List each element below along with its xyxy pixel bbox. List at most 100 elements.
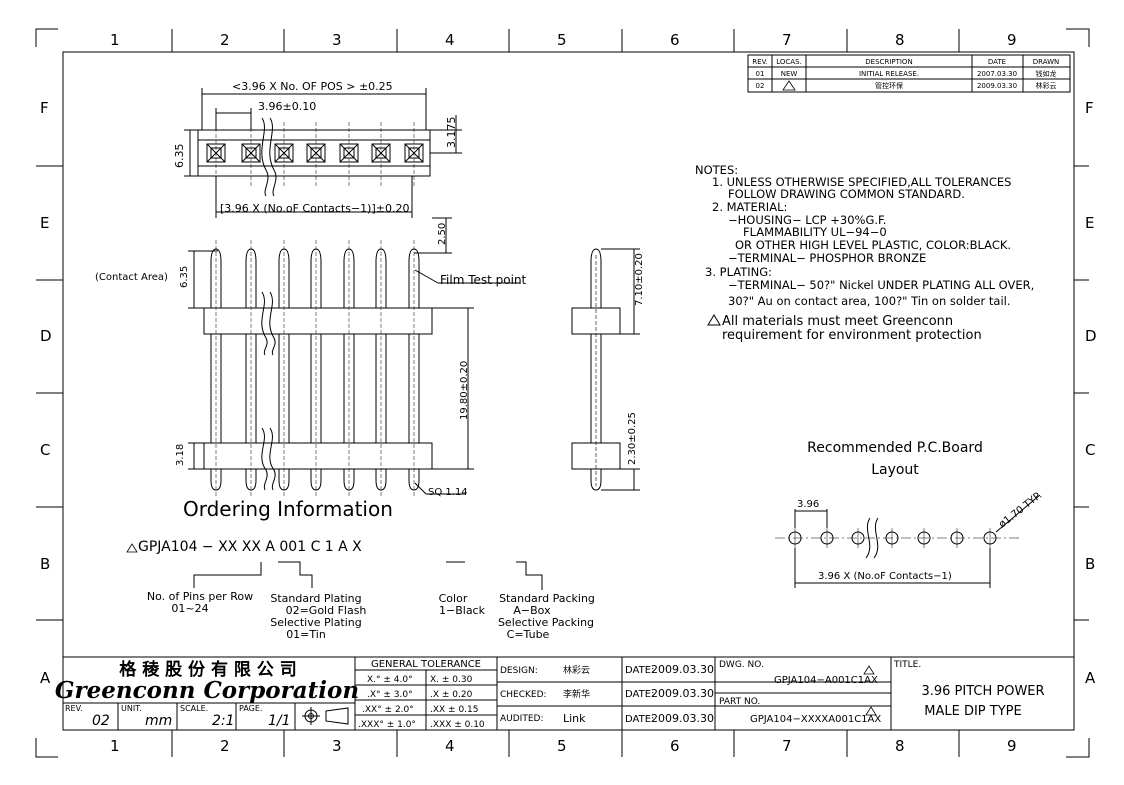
note-1-cont: FOLLOW DRAWING COMMON STANDARD. [728, 187, 965, 201]
dim-side-tail: 2.30±0.25 [627, 412, 638, 465]
note-2: 2. MATERIAL: [712, 200, 787, 214]
dim-pin-square: SQ 1.14 [428, 487, 468, 498]
notes-block: NOTES: 1. UNLESS OTHERWISE SPECIFIED,ALL… [695, 163, 1034, 343]
company-name-cn: 格 稜 股 份 有 限 公 司 [119, 659, 296, 680]
warning-triangle-icon [707, 314, 721, 326]
part-no-label: PART NO. [719, 697, 760, 707]
scale-value: 2:1 [212, 713, 235, 729]
title-block-triangle-icons [863, 665, 877, 716]
unit-value: mm [145, 713, 172, 729]
rev-row2-drawn: 林彩云 [1036, 81, 1057, 90]
date-value-3: 2009.03.30 [651, 712, 714, 725]
note-3-cont: 30?" Au on contact area, 100?" Tin on so… [728, 294, 1011, 308]
legend-selective-plating: Selective Plating [270, 616, 362, 629]
checked-label: CHECKED: [500, 690, 547, 700]
zone-row-D: D [40, 327, 52, 345]
note-2-alt: OR OTHER HIGH LEVEL PLASTIC, COLOR:BLACK… [735, 238, 1011, 252]
dwg-no-value: GPJA104−A001C1AX [774, 675, 878, 686]
legend-packing-box: A−Box [513, 604, 551, 617]
legend-packing-tube: C=Tube [507, 628, 550, 641]
dim-tip: 2.50 [437, 223, 448, 245]
label-film-test-point: Film Test point [440, 273, 527, 287]
note-3: 3. PLATING: [705, 265, 772, 279]
zone-row-F: F [40, 99, 49, 117]
zone-row-D-right: D [1085, 327, 1097, 345]
rev-header-drawn: DRAWN [1033, 58, 1060, 66]
zone-row-C: C [40, 441, 50, 459]
top-view-contacts [206, 122, 424, 186]
note-2-flammability: FLAMMABILITY UL−94−0 [743, 225, 887, 239]
dim-contact-area: 6.35 [179, 266, 190, 288]
top-view [184, 88, 462, 218]
rev-row1-date: 2007.03.30 [977, 70, 1017, 78]
front-view [188, 217, 520, 497]
zone-row-B: B [40, 555, 50, 573]
rev-header-description: DESCRIPTION [865, 58, 912, 66]
dim-pitch: 3.96±0.10 [258, 100, 316, 113]
zone-col-8-bottom: 8 [895, 737, 905, 755]
tolerance-title: GENERAL TOLERANCE [371, 659, 481, 670]
rev-header-date: DATE [988, 58, 1006, 66]
tol-linear-0: X. ± 0.30 [430, 675, 473, 685]
pcb-layout: Recommended P.C.Board Layout 3.96 ø1.70 … [775, 440, 1044, 588]
note-2-terminal: −TERMINAL− PHOSPHOR BRONZE [728, 251, 926, 265]
front-view-labels: (Contact Area) 6.35 2.50 Film Test point… [95, 223, 527, 498]
ordering-title: Ordering Information [183, 497, 393, 521]
date-label-3: DATE: [625, 714, 654, 725]
date-value-1: 2009.03.30 [651, 663, 714, 676]
legend-plating-gold: 02=Gold Flash [286, 604, 367, 617]
rev-row2-description: 管控环保 [875, 81, 903, 90]
revision-triangle-icon [782, 80, 796, 91]
revision-table: REV. LOCAS. DESCRIPTION DATE DRAWN 01 NE… [747, 54, 1071, 93]
zone-row-A: A [40, 669, 51, 687]
zone-col-2: 2 [220, 31, 230, 49]
zone-col-5: 5 [557, 31, 567, 49]
scale-label: SCALE. [180, 704, 208, 713]
rev-header-rev: REV. [752, 58, 767, 66]
rev-row1-drawn: 钱如龙 [1036, 69, 1057, 78]
zone-col-9-bottom: 9 [1007, 737, 1017, 755]
design-label: DESIGN: [500, 666, 538, 676]
zone-row-A-right: A [1085, 669, 1096, 687]
dwg-no-label: DWG. NO. [719, 660, 764, 670]
zone-col-3-bottom: 3 [332, 737, 342, 755]
pcb-pitch: 3.96 [797, 499, 819, 510]
date-value-2: 2009.03.30 [651, 687, 714, 700]
company-name-en: Greenconn Corporation [55, 677, 359, 704]
zone-col-6-bottom: 6 [670, 737, 680, 755]
zone-col-5-bottom: 5 [557, 737, 567, 755]
zone-labels: 1 2 3 4 5 6 7 8 9 1 2 3 4 5 6 7 8 9 F E … [40, 31, 1097, 755]
date-label-2: DATE: [625, 689, 654, 700]
zone-col-6: 6 [670, 31, 680, 49]
note-2-housing: −HOUSING− LCP +30%G.F. [728, 213, 886, 227]
tol-angle-3: .XXX° ± 1.0° [358, 720, 416, 730]
legend-selective-packing: Selective Packing [498, 616, 594, 629]
zone-col-8: 8 [895, 31, 905, 49]
title-label: TITLE. [893, 660, 921, 670]
zone-col-1: 1 [110, 31, 120, 49]
ordering-triangle-icon [126, 543, 138, 553]
rev-row2-rev: 02 [756, 82, 765, 90]
page-label: PAGE. [239, 704, 262, 713]
zone-row-C-right: C [1085, 441, 1095, 459]
zone-row-B-right: B [1085, 555, 1095, 573]
zone-row-F-right: F [1085, 99, 1094, 117]
pcb-span: 3.96 X (No.oF Contacts−1) [818, 571, 952, 582]
date-label-1: DATE: [625, 665, 654, 676]
ordering-info: Ordering Information GPJA104 − XX XX A 0… [126, 497, 595, 641]
projection-symbol-icon [302, 707, 349, 725]
title-block: 格 稜 股 份 有 限 公 司 Greenconn Corporation RE… [55, 656, 1075, 731]
legend-pins: No. of Pins per Row [147, 590, 253, 603]
note-env: All materials must meet Greenconn [722, 314, 953, 329]
side-view [571, 248, 640, 491]
zone-col-7: 7 [782, 31, 792, 49]
tol-linear-3: .XXX ± 0.10 [430, 720, 485, 730]
tol-angle-1: .X° ± 3.0° [367, 690, 413, 700]
zone-col-1-bottom: 1 [110, 737, 120, 755]
side-view-labels: 7.10±0.20 2.30±0.25 [627, 253, 645, 465]
pcb-hole-dia: ø1.70 TYP. [997, 490, 1044, 530]
legend-pins-range: 01~24 [171, 602, 208, 615]
tol-angle-0: X.° ± 4.0° [367, 675, 413, 685]
dim-top-height: 6.35 [173, 144, 186, 169]
legend-plating: Standard Plating [270, 592, 361, 605]
